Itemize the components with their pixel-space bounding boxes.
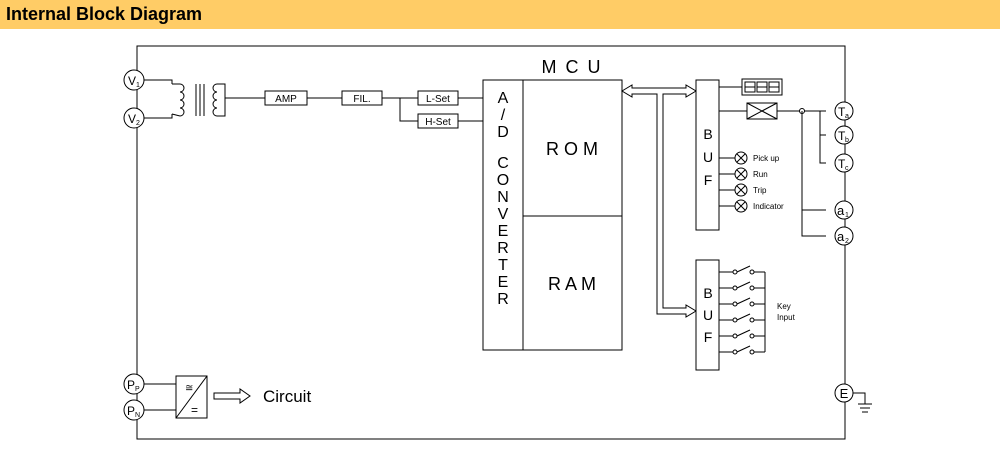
diagram-text: C	[497, 155, 509, 172]
buf-lower	[695, 259, 720, 371]
diagram-text: N	[497, 189, 509, 206]
diagram-text: H-Set	[425, 117, 451, 128]
ram-label: R A M	[548, 274, 596, 294]
input-v2: V 2	[123, 107, 145, 129]
key-input-label-2: Input	[777, 313, 796, 322]
diagram-text: L-Set	[426, 94, 450, 105]
amp-block: AMP	[264, 90, 308, 106]
diagram-text: =	[191, 403, 198, 417]
diagram-text: P	[127, 378, 135, 392]
diagram-text: a	[837, 203, 845, 218]
terminal-ta: T a	[834, 101, 854, 121]
diagram-text: F	[704, 329, 713, 345]
diagram-text: T	[838, 157, 846, 171]
data-bus	[621, 84, 697, 318]
indicator-lamps	[719, 151, 748, 213]
diagram-text: R	[497, 240, 509, 257]
diagram-text: V	[128, 112, 136, 126]
diagram-text: T	[498, 257, 508, 274]
terminal-pn: P N	[123, 399, 145, 421]
wire-sets-adc	[458, 97, 483, 122]
diagram-text: V	[498, 206, 509, 223]
buf-upper	[695, 79, 720, 231]
diagram-text: A	[498, 90, 509, 107]
ad-converter-label: A / D C O N V E R T E R	[497, 90, 509, 308]
diagram-text: F	[704, 172, 713, 188]
diagram-text: E	[498, 274, 509, 291]
diagram-text: T	[838, 129, 846, 143]
diagram-text: 2	[136, 120, 140, 127]
mcu-label: M C U	[542, 57, 603, 77]
diagram-text: T	[838, 105, 846, 119]
diagram-text: U	[703, 149, 713, 165]
diagram-text: N	[135, 412, 140, 419]
diagram-text: c	[845, 165, 849, 172]
circuit-label: Circuit	[263, 387, 311, 406]
filter-block: FIL.	[341, 90, 383, 106]
page-title: Internal Block Diagram	[6, 4, 203, 24]
diagram-text: E	[498, 223, 509, 240]
indicator-label-trip: Trip	[753, 186, 767, 195]
lset-block: L-Set	[417, 90, 459, 106]
acdc-converter-icon: ≅ =	[175, 375, 208, 419]
buf-upper-label: B U F	[703, 126, 713, 188]
power-wires	[144, 383, 176, 411]
diagram-text: 1	[845, 212, 849, 219]
header-bar: Internal Block Diagram	[0, 0, 1000, 29]
diagram-text: FIL.	[353, 94, 370, 105]
diagram-text: AMP	[275, 94, 297, 105]
buf-lower-label: B U F	[703, 285, 713, 345]
circuit-arrow-icon	[213, 388, 251, 404]
terminal-earth: E	[834, 383, 854, 403]
diagram-text: P	[127, 404, 135, 418]
terminal-a1: a 1	[834, 200, 854, 220]
mcu-block	[482, 79, 623, 351]
terminal-a2: a 2	[834, 226, 854, 246]
indicator-label-indicator: Indicator	[753, 202, 784, 211]
diagram-text: D	[497, 124, 509, 141]
terminal-tc: T c	[834, 153, 854, 173]
relay-icon	[719, 102, 826, 237]
indicator-label-pickup: Pick up	[753, 154, 780, 163]
diagram-text: ≅	[185, 383, 193, 394]
diagram-text: B	[703, 126, 712, 142]
diagram-text: U	[703, 307, 713, 323]
diagram-text: b	[845, 137, 849, 144]
hset-block: H-Set	[417, 113, 459, 129]
diagram-text: R	[497, 291, 509, 308]
transformer-symbol	[171, 83, 265, 117]
diagram-text: a	[845, 113, 849, 120]
diagram-text: 1	[136, 82, 140, 89]
diagram-text: a	[837, 229, 845, 244]
outer-frame	[136, 45, 846, 440]
diagram-text: 2	[845, 238, 849, 245]
diagram-text: P	[135, 386, 140, 393]
diagram-text: /	[501, 107, 506, 124]
diagram-text: O	[497, 172, 509, 189]
terminal-pp: P P	[123, 373, 145, 395]
key-input-label-1: Key	[777, 302, 791, 311]
input-v1: V 1	[123, 69, 145, 91]
rom-label: R O M	[546, 139, 598, 159]
seven-segment-display-icon	[719, 78, 783, 96]
key-switches	[719, 265, 766, 355]
terminal-tb: T b	[834, 125, 854, 145]
ground-icon	[853, 392, 872, 413]
indicator-label-run: Run	[753, 170, 768, 179]
wire-fil-sets	[382, 97, 418, 122]
diagram-text: V	[128, 74, 136, 88]
diagram-text: E	[840, 386, 849, 401]
diagram-text: B	[703, 285, 712, 301]
input-wires	[144, 79, 173, 119]
